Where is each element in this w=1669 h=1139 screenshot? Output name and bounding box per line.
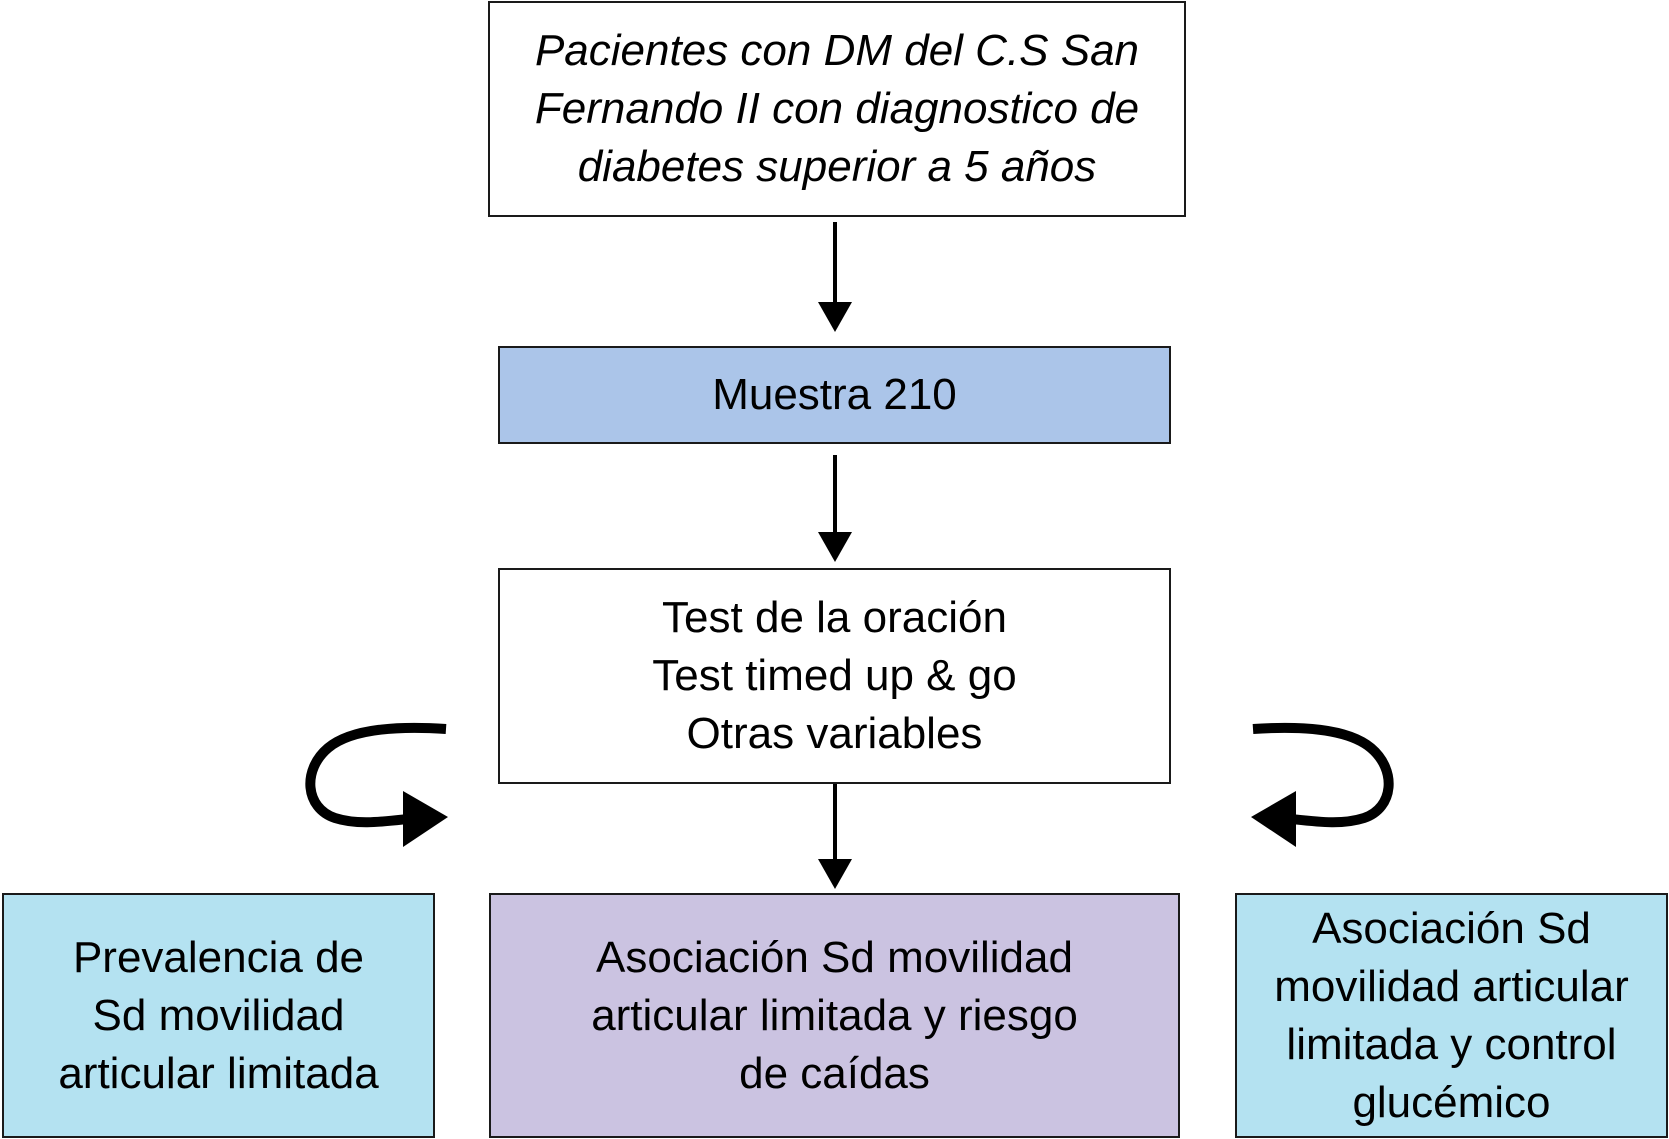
arrow-population-to-sample: [818, 222, 852, 332]
falls-association-box: Asociación Sd movilidad articular limita…: [489, 893, 1180, 1138]
glycemic-association-box: Asociación Sd movilidad articular limita…: [1235, 893, 1668, 1138]
population-box: Pacientes con DM del C.S San Fernando II…: [488, 1, 1186, 217]
tests-text: Test de la oración Test timed up & go Ot…: [652, 593, 1017, 758]
population-text: Pacientes con DM del C.S San Fernando II…: [534, 26, 1140, 191]
curved-arrow-right: [1251, 722, 1394, 847]
curved-arrow-left: [305, 722, 448, 847]
prevalence-text: Prevalencia de Sd movilidad articular li…: [58, 932, 379, 1098]
sample-box: Muestra 210: [498, 346, 1171, 444]
falls-association-text: Asociación Sd movilidad articular limita…: [591, 932, 1078, 1098]
arrow-tests-to-falls-association: [818, 784, 852, 889]
tests-box: Test de la oración Test timed up & go Ot…: [498, 568, 1171, 784]
arrow-sample-to-tests: [818, 455, 852, 562]
prevalence-box: Prevalencia de Sd movilidad articular li…: [2, 893, 435, 1138]
sample-text: Muestra 210: [712, 370, 957, 419]
glycemic-association-text: Asociación Sd movilidad articular limita…: [1274, 903, 1629, 1127]
